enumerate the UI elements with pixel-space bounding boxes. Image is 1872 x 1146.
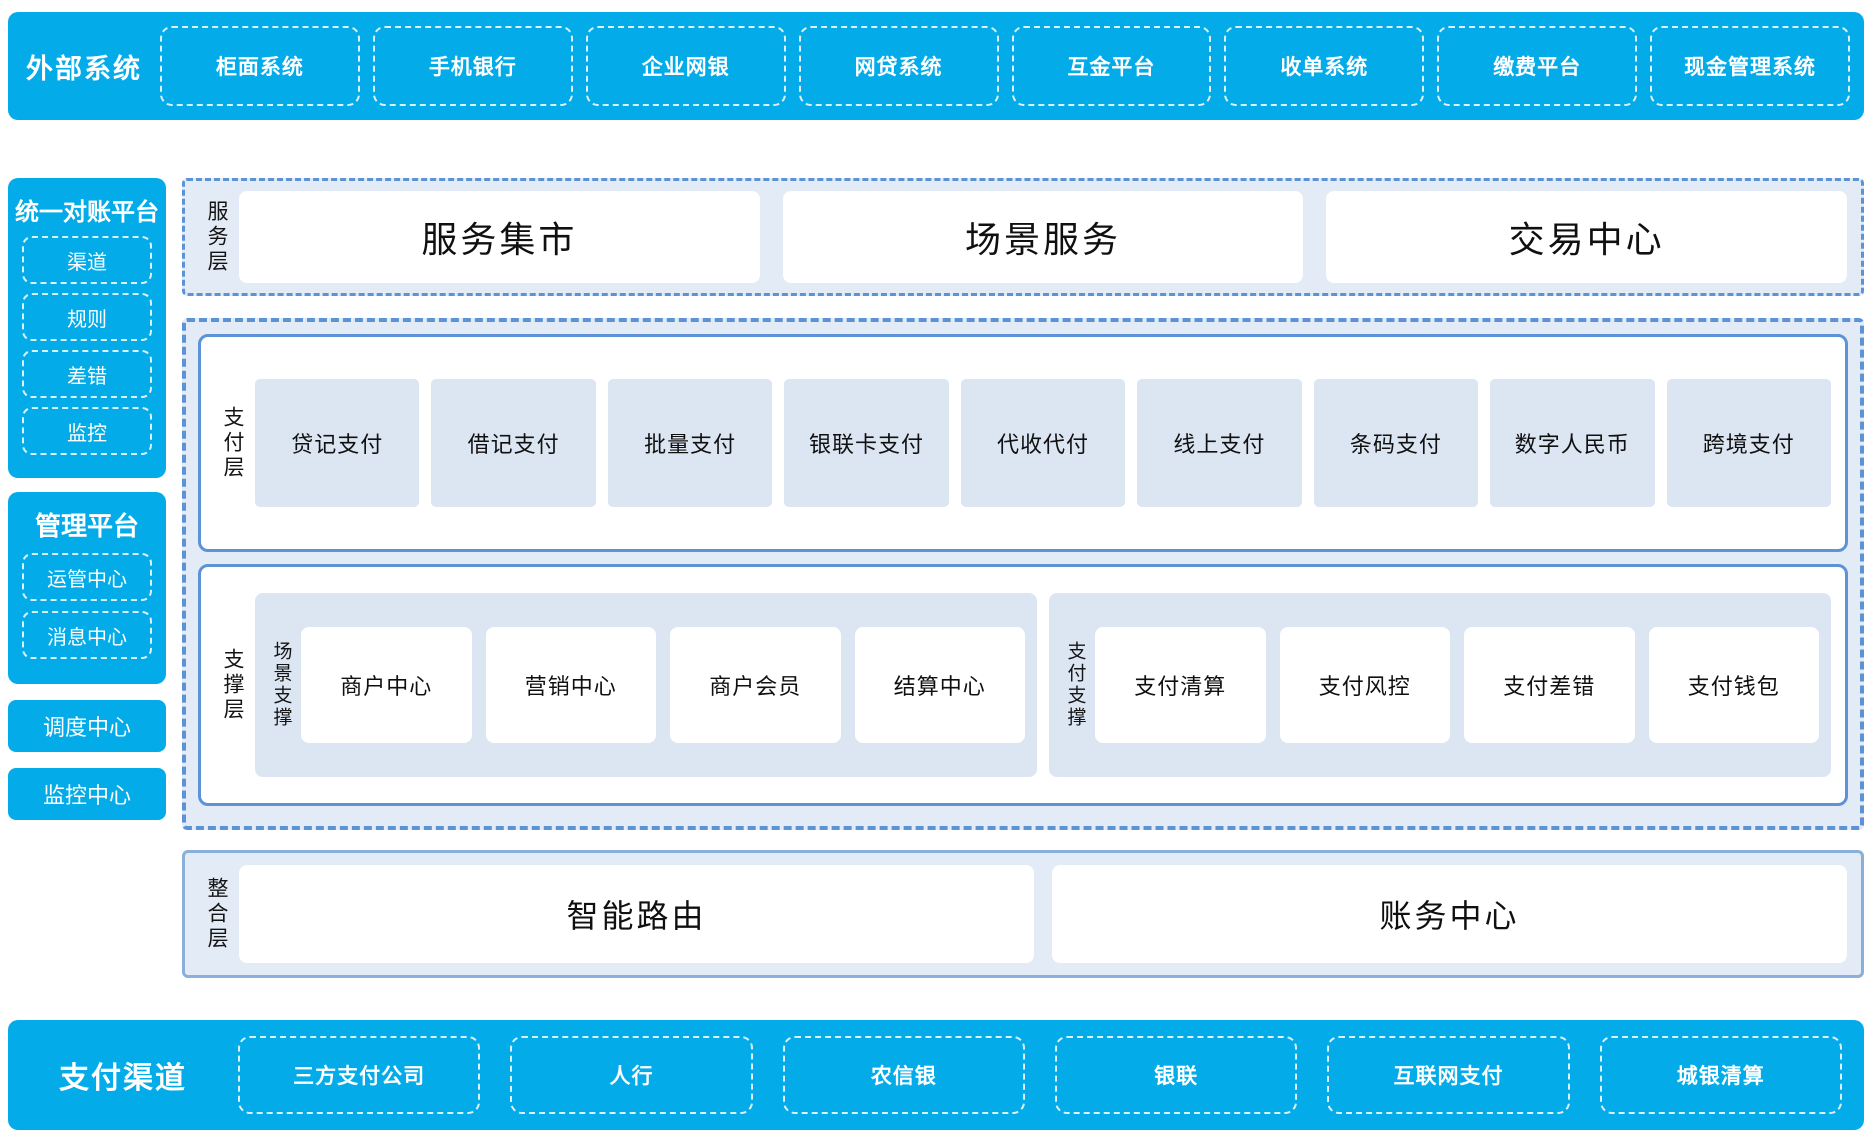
support-card-payment-risk[interactable]: 支付风控 — [1279, 627, 1450, 743]
payment-channel-item[interactable]: 人行 — [510, 1036, 753, 1114]
payment-card-barcode[interactable]: 条码支付 — [1313, 379, 1479, 507]
support-group-payment-label: 支付支撑 — [1064, 641, 1086, 729]
external-system-item[interactable]: 柜面系统 — [160, 26, 360, 106]
payment-channel-item[interactable]: 银联 — [1054, 1036, 1298, 1114]
integration-layer: 整合层 智能路由 账务中心 — [182, 850, 1864, 978]
sidebar-item-error[interactable]: 差错 — [22, 350, 152, 398]
payment-channel-bar: 支付渠道 三方支付公司 人行 农信银 银联 互联网支付 城银清算 — [8, 1020, 1864, 1130]
support-card-payment-clearing[interactable]: 支付清算 — [1095, 627, 1266, 743]
external-system-item[interactable]: 互金平台 — [1011, 26, 1212, 106]
support-card-marketing-center[interactable]: 营销中心 — [485, 627, 656, 743]
external-systems-bar: 外部系统 柜面系统 手机银行 企业网银 网贷系统 互金平台 收单系统 缴费平台 … — [8, 12, 1864, 120]
sidebar-panel-management-title: 管理平台 — [34, 511, 139, 541]
service-layer-cards: 服务集市 场景服务 交易中心 — [239, 191, 1848, 283]
payment-channel-item[interactable]: 三方支付公司 — [238, 1036, 481, 1114]
sidebar-panel-reconciliation: 统一对账平台 渠道 规则 差错 监控 — [8, 178, 166, 478]
support-layer-label: 支撑层 — [221, 647, 244, 723]
sidebar-item-channel[interactable]: 渠道 — [22, 236, 152, 284]
sidebar-panel-reconciliation-title: 统一对账平台 — [15, 199, 159, 226]
service-layer-label: 服务层 — [205, 199, 228, 275]
support-card-merchant-center[interactable]: 商户中心 — [301, 627, 472, 743]
support-group-scenario-cards: 商户中心 营销中心 商户会员 结算中心 — [301, 627, 1025, 743]
support-group-scenario: 场景支撑 商户中心 营销中心 商户会员 结算中心 — [255, 593, 1037, 777]
external-system-item[interactable]: 收单系统 — [1224, 26, 1425, 106]
payment-card-digital-rmb[interactable]: 数字人民币 — [1490, 379, 1655, 507]
payment-channel-item[interactable]: 农信银 — [782, 1036, 1025, 1114]
support-card-payment-wallet[interactable]: 支付钱包 — [1648, 627, 1819, 743]
payment-card-credit[interactable]: 贷记支付 — [255, 379, 420, 507]
integration-layer-label: 整合层 — [205, 876, 228, 952]
sidebar-item-rule[interactable]: 规则 — [22, 293, 152, 341]
payment-channel-item[interactable]: 互联网支付 — [1327, 1036, 1570, 1114]
integration-card-accounting-center[interactable]: 账务中心 — [1052, 865, 1847, 963]
service-layer: 服务层 服务集市 场景服务 交易中心 — [182, 178, 1864, 296]
sidebar-item-dispatch-center[interactable]: 调度中心 — [8, 700, 166, 752]
payment-card-unionpay[interactable]: 银联卡支付 — [784, 379, 949, 507]
sidebar-item-message-center[interactable]: 消息中心 — [22, 611, 152, 659]
sidebar-item-monitor[interactable]: 监控 — [22, 407, 152, 455]
service-card-transaction-center[interactable]: 交易中心 — [1326, 191, 1848, 283]
external-system-item[interactable]: 现金管理系统 — [1650, 26, 1850, 106]
payment-layer: 支付层 贷记支付 借记支付 批量支付 银联卡支付 代收代付 线上支付 条码支付 … — [198, 334, 1848, 552]
payment-channel-item[interactable]: 城银清算 — [1599, 1036, 1842, 1114]
support-group-scenario-label: 场景支撑 — [270, 641, 292, 729]
sidebar-item-operation-center[interactable]: 运管中心 — [22, 553, 152, 601]
payment-card-cross-border[interactable]: 跨境支付 — [1666, 379, 1831, 507]
support-card-settlement-center[interactable]: 结算中心 — [854, 627, 1025, 743]
external-systems-list: 柜面系统 手机银行 企业网银 网贷系统 互金平台 收单系统 缴费平台 现金管理系… — [160, 12, 1864, 120]
service-card-marketplace[interactable]: 服务集市 — [239, 191, 760, 283]
payment-card-debit[interactable]: 借记支付 — [431, 379, 596, 507]
support-card-payment-error[interactable]: 支付差错 — [1464, 627, 1635, 743]
support-group-payment: 支付支撑 支付清算 支付风控 支付差错 支付钱包 — [1049, 593, 1831, 777]
external-system-item[interactable]: 企业网银 — [585, 26, 786, 106]
payment-layer-cards: 贷记支付 借记支付 批量支付 银联卡支付 代收代付 线上支付 条码支付 数字人民… — [255, 379, 1831, 507]
external-systems-title: 外部系统 — [26, 53, 142, 84]
payment-channel-list: 三方支付公司 人行 农信银 银联 互联网支付 城银清算 — [238, 1020, 1864, 1130]
sidebar-panel-management: 管理平台 运管中心 消息中心 — [8, 492, 166, 684]
integration-card-smart-routing[interactable]: 智能路由 — [239, 865, 1034, 963]
payment-channel-title: 支付渠道 — [59, 1062, 187, 1095]
support-layer: 支撑层 场景支撑 商户中心 营销中心 商户会员 结算中心 支付支撑 支付清算 — [198, 564, 1848, 806]
payment-layer-label: 支付层 — [221, 405, 244, 481]
payment-card-collection-payment[interactable]: 代收代付 — [960, 379, 1126, 507]
external-system-item[interactable]: 网贷系统 — [798, 26, 999, 106]
support-group-payment-cards: 支付清算 支付风控 支付差错 支付钱包 — [1095, 627, 1819, 743]
service-card-scenario-service[interactable]: 场景服务 — [782, 191, 1304, 283]
support-card-merchant-member[interactable]: 商户会员 — [670, 627, 841, 743]
external-system-item[interactable]: 手机银行 — [372, 26, 573, 106]
payment-card-batch[interactable]: 批量支付 — [607, 379, 773, 507]
support-layer-groups: 场景支撑 商户中心 营销中心 商户会员 结算中心 支付支撑 支付清算 支付风控 … — [255, 579, 1831, 791]
core-platform-wrapper: 支付层 贷记支付 借记支付 批量支付 银联卡支付 代收代付 线上支付 条码支付 … — [182, 318, 1864, 830]
external-system-item[interactable]: 缴费平台 — [1437, 26, 1638, 106]
integration-layer-cards: 智能路由 账务中心 — [239, 865, 1847, 963]
payment-card-online[interactable]: 线上支付 — [1137, 379, 1302, 507]
sidebar-item-monitoring-center[interactable]: 监控中心 — [8, 768, 166, 820]
